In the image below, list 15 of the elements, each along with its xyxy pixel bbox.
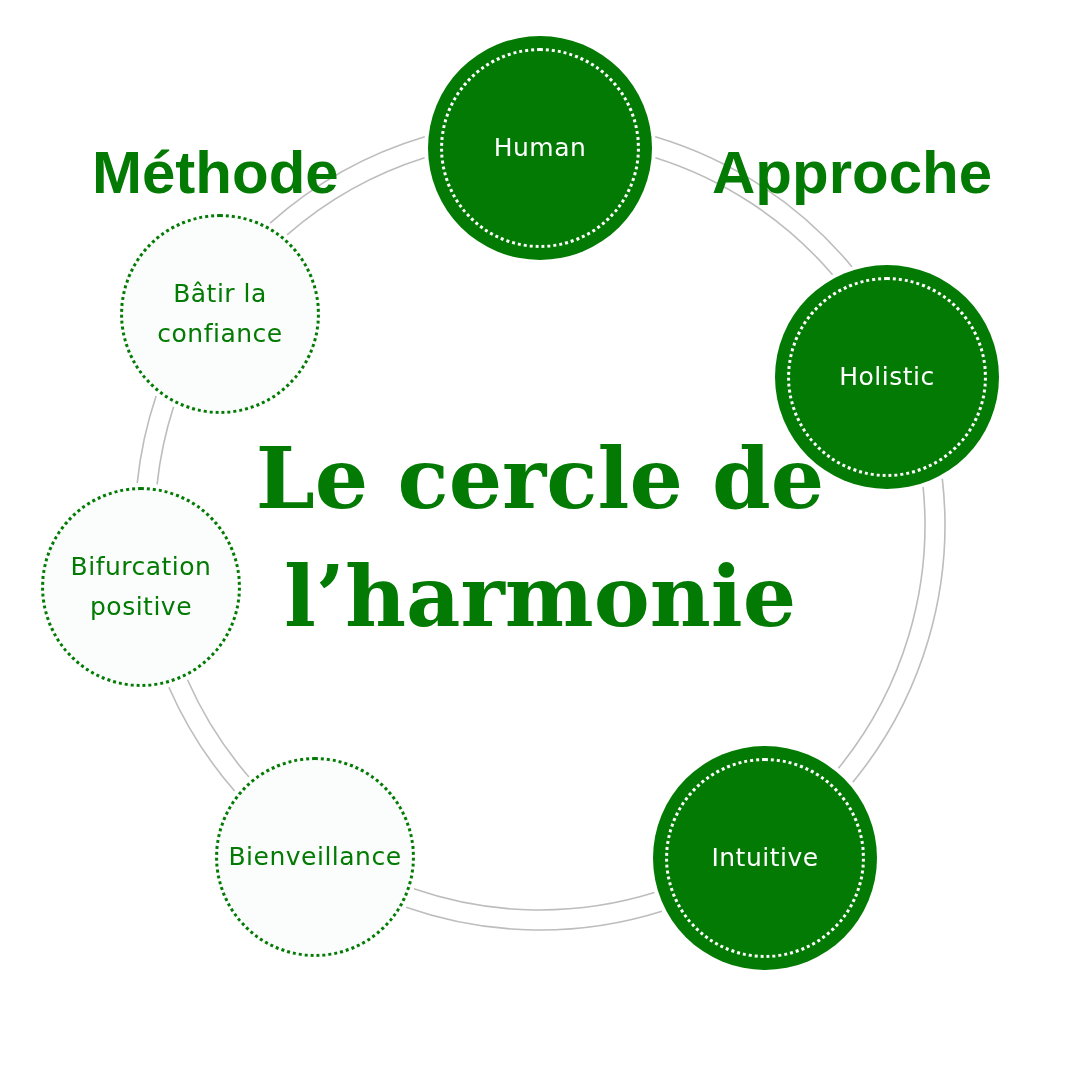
node-label: Intuitive (710, 842, 820, 874)
connector-arc (405, 906, 663, 931)
connector-arc (168, 686, 236, 792)
node-label: Bâtir la confiance (156, 278, 284, 350)
connector-arc (269, 135, 426, 224)
connector-arc (654, 135, 853, 268)
node-label: Bienveillance (227, 841, 403, 873)
connector-arc (136, 395, 157, 484)
connector-arc (852, 477, 946, 783)
node-label: Holistic (838, 361, 936, 393)
section-heading: Méthode (92, 138, 339, 207)
section-heading: Approche (712, 138, 993, 207)
diagram-title: Le cercle de l’harmonie (254, 428, 826, 648)
node-label: Human (492, 132, 588, 164)
node-label: Bifurcation positive (69, 551, 213, 623)
